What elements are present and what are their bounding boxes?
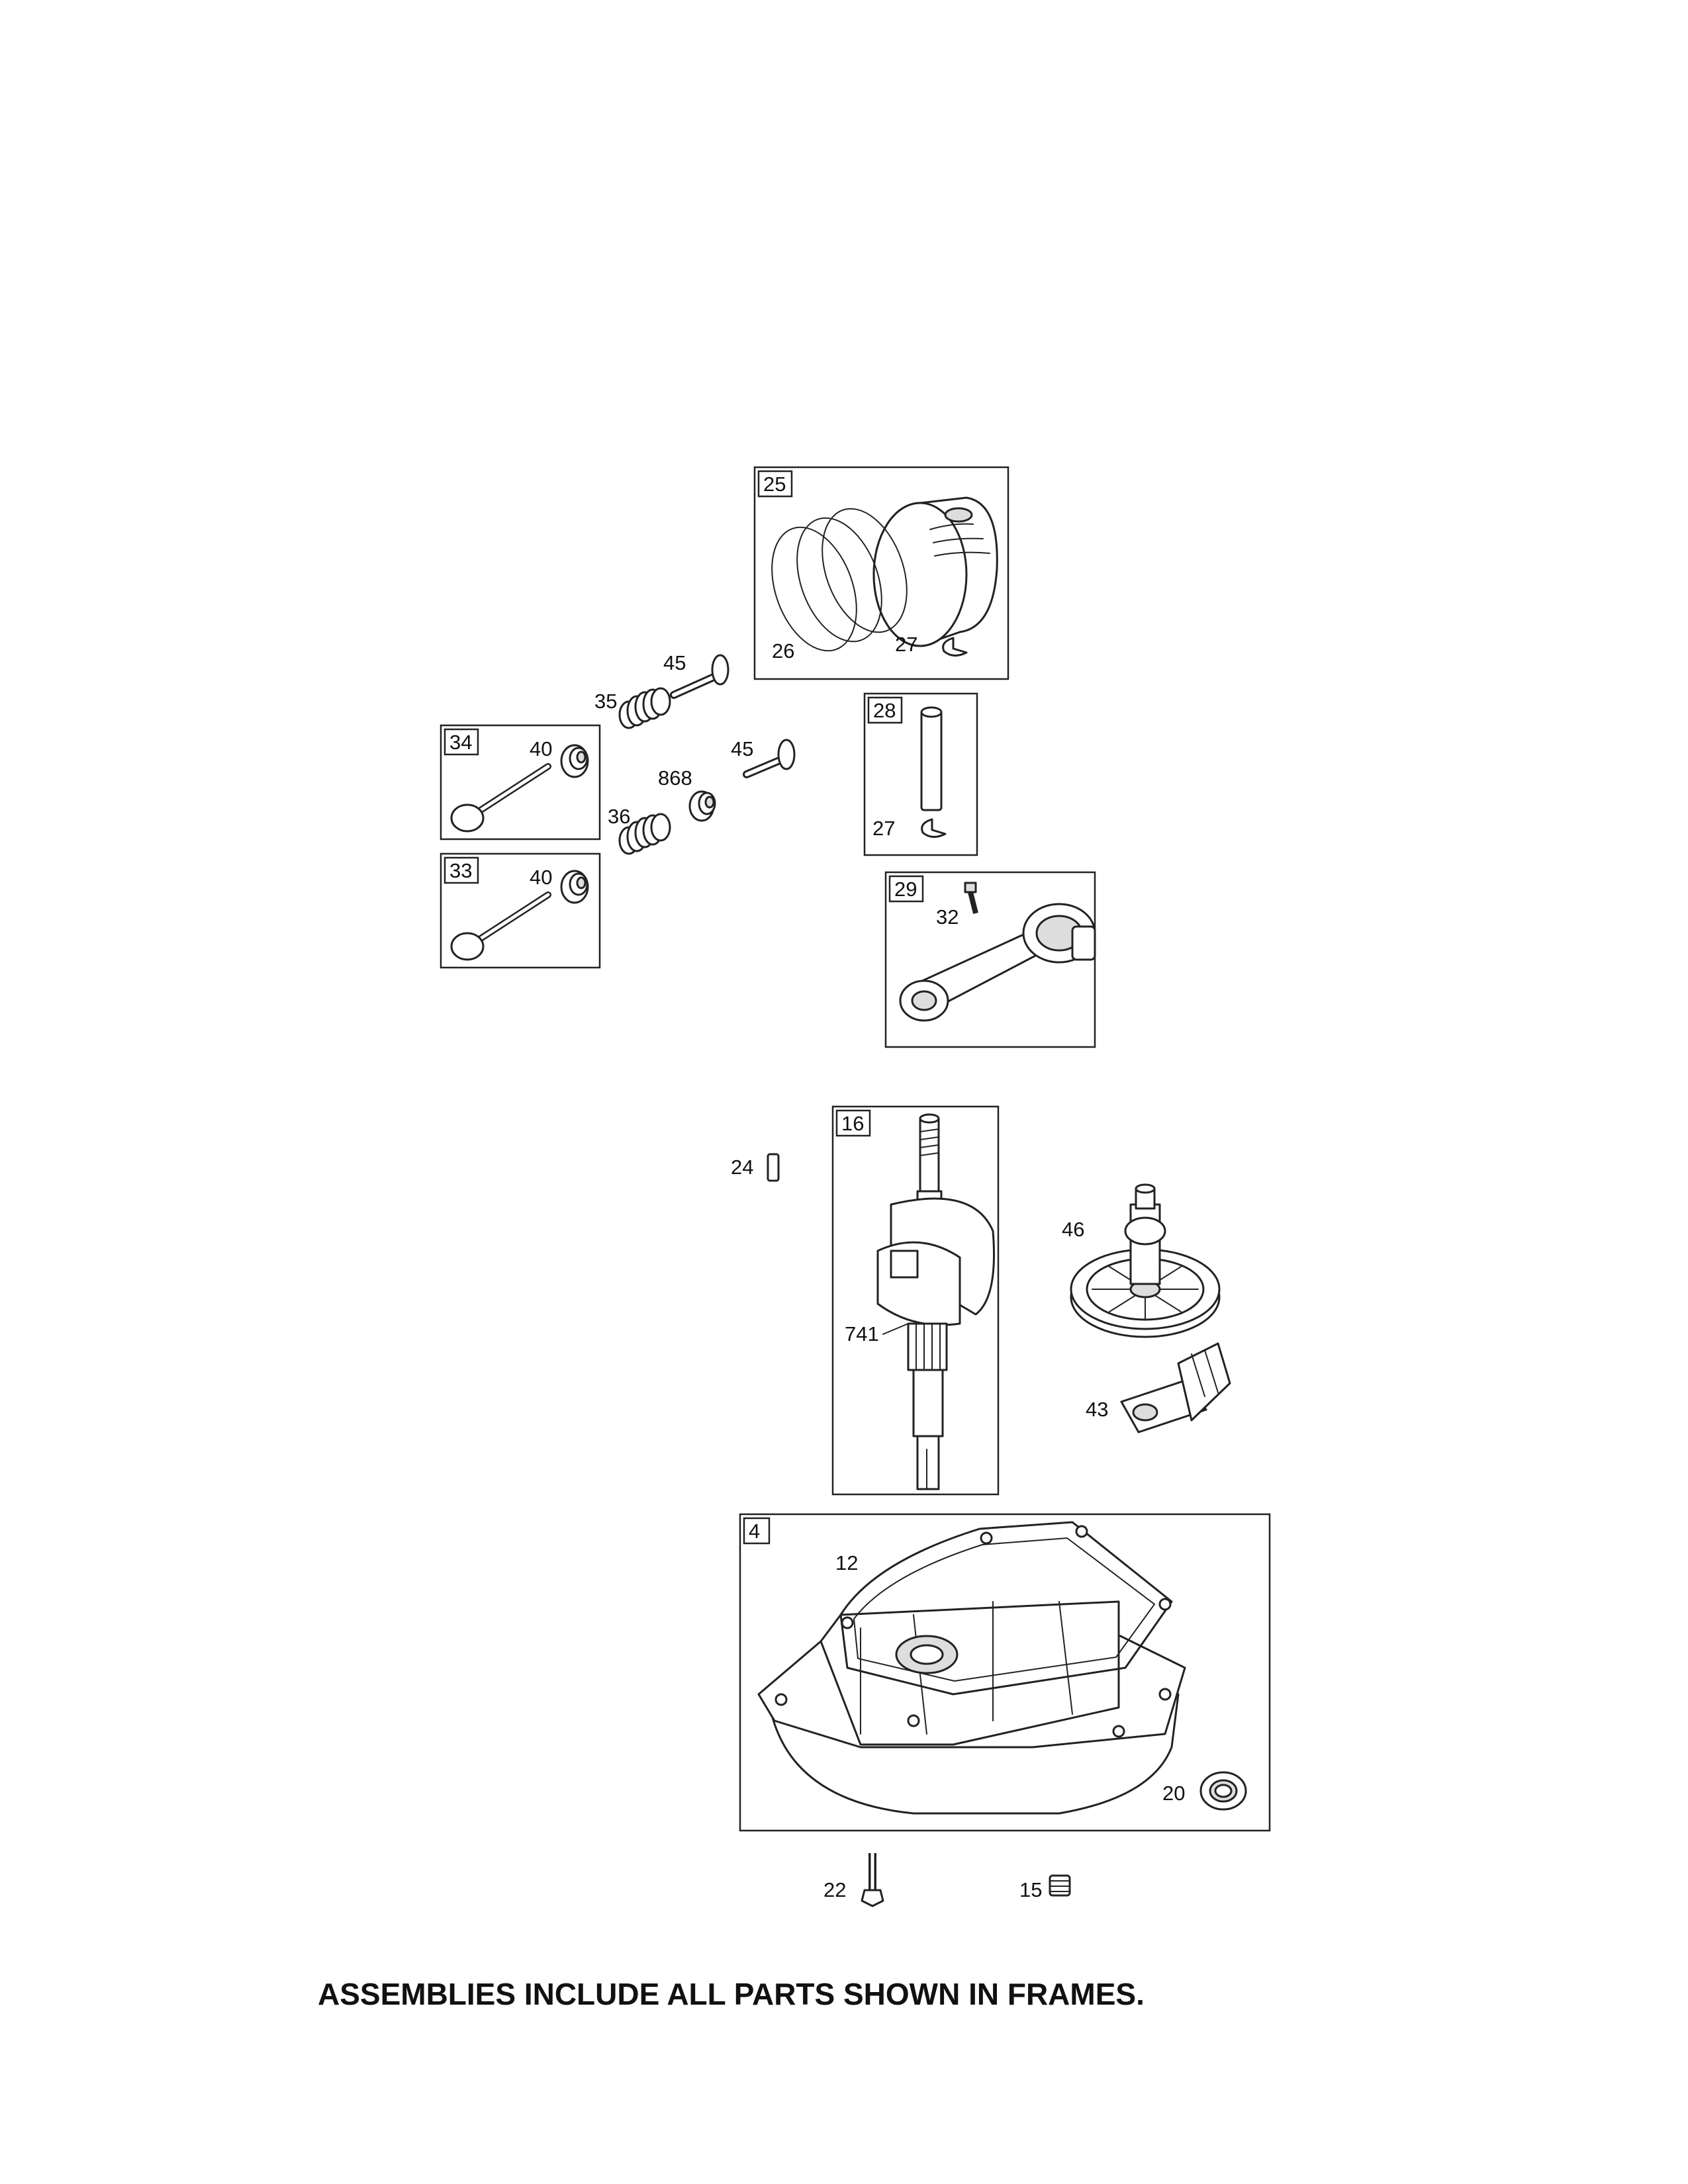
- camshaft-icon: [1070, 1183, 1221, 1338]
- label-spring-top: 35: [594, 690, 617, 713]
- label-tappet-mid: 45: [731, 737, 753, 760]
- screw-icon: [964, 882, 978, 914]
- intake-valve-frame: 33 40: [440, 852, 601, 969]
- sump-icon: [757, 1521, 1186, 1815]
- piston-assembly-frame: 25 26 27: [753, 466, 1009, 680]
- label-gasket: 12: [835, 1551, 858, 1574]
- label-plug: 15: [1019, 1878, 1042, 1901]
- label-tappet-top: 45: [663, 651, 686, 674]
- crankshaft-icon: [876, 1113, 995, 1490]
- label-keeper: 868: [658, 766, 692, 790]
- frame-label-piston: 25: [763, 473, 786, 496]
- label-camshaft: 46: [1062, 1218, 1084, 1241]
- connecting-rod-icon: [899, 903, 1096, 1022]
- label-sump-screw: 22: [823, 1878, 846, 1901]
- sump-frame: 4 12 20: [739, 1513, 1271, 1832]
- piston-pin-icon: [920, 706, 943, 811]
- seal-icon: [1199, 1771, 1247, 1811]
- label-seal: 20: [1162, 1782, 1185, 1805]
- label-collar-intake: 40: [530, 866, 552, 889]
- screw-icon: [861, 1853, 884, 1907]
- piston-icon: [872, 496, 998, 647]
- spring-bottom-icon: [618, 813, 671, 855]
- collar-icon: [560, 744, 589, 778]
- collar-icon: [560, 870, 589, 904]
- frame-label-exhaust-valve: 34: [449, 731, 472, 754]
- frame-label-connecting-rod: 29: [894, 878, 917, 901]
- frame-label-sump: 4: [749, 1520, 760, 1543]
- connecting-rod-frame: 29 32: [884, 871, 1096, 1048]
- keeper-icon: [688, 790, 716, 822]
- label-collar-exhaust: 40: [530, 737, 552, 760]
- label-retainer-top: 27: [895, 633, 917, 656]
- assemblies-note: ASSEMBLIES INCLUDE ALL PARTS SHOWN IN FR…: [318, 1977, 1145, 2011]
- governor-icon: [1120, 1342, 1231, 1433]
- label-piston-rings: 26: [772, 639, 794, 662]
- tappet-top-icon: [670, 654, 729, 699]
- label-governor: 43: [1086, 1398, 1108, 1421]
- piston-pin-frame: 28 27: [863, 692, 978, 856]
- label-key: 24: [731, 1156, 753, 1179]
- label-spring-bottom: 36: [608, 805, 630, 828]
- label-rod-screw: 32: [936, 905, 959, 929]
- key-icon: [767, 1153, 780, 1182]
- label-retainer-pin: 27: [872, 817, 895, 840]
- exhaust-valve-frame: 34 40: [440, 724, 601, 841]
- valve-icon: [450, 891, 551, 961]
- plug-icon: [1049, 1874, 1071, 1897]
- piston-rings-icon: [771, 508, 908, 652]
- crankshaft-frame: 16 741: [831, 1105, 1000, 1496]
- tappet-mid-icon: [743, 739, 796, 778]
- spring-top-icon: [618, 687, 671, 729]
- label-crank-gear: 741: [845, 1322, 879, 1345]
- retainer-clip-icon: [942, 637, 968, 657]
- frame-label-piston-pin: 28: [873, 699, 896, 722]
- valve-icon: [450, 763, 551, 833]
- frame-label-intake-valve: 33: [449, 859, 472, 882]
- frame-label-crankshaft: 16: [841, 1112, 864, 1135]
- retainer-clip-icon: [921, 818, 947, 838]
